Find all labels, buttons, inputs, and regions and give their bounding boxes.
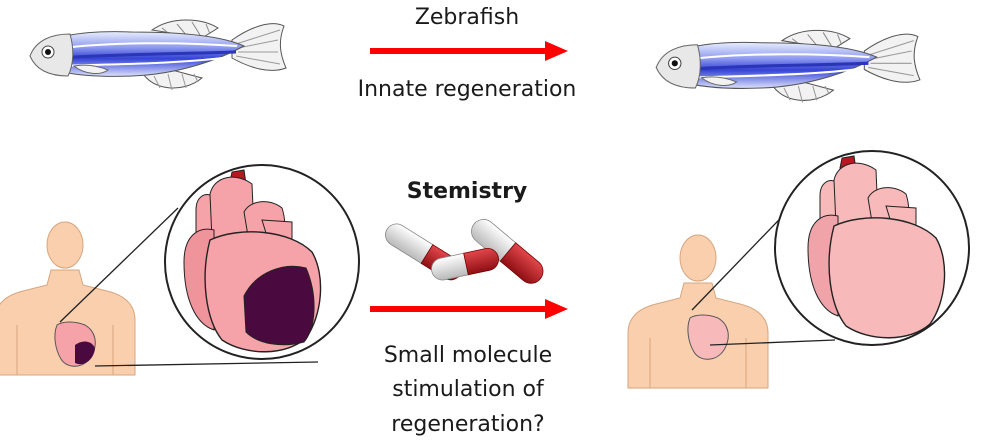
small-molecule-line1: Small molecule [384,343,552,368]
zoom-lines-left [59,207,319,367]
person-damaged-heart-icon [0,221,136,376]
small-molecule-line2: stimulation of [392,377,545,402]
innate-regeneration-label: Innate regeneration [358,77,577,102]
person-healed-heart-icon [627,234,769,389]
top-arrow [370,41,568,61]
small-molecule-line3: regeneration? [391,412,544,437]
zebrafish-after-icon [654,28,922,105]
heart-zoom-circle-healed [774,150,970,346]
bottom-arrow [370,299,568,319]
zebrafish-label: Zebrafish [415,5,519,30]
capsules-icon [385,219,544,284]
zebrafish-before-icon [28,18,288,92]
stemistry-label: Stemistry [407,179,528,204]
heart-zoom-circle-damaged [164,164,360,360]
